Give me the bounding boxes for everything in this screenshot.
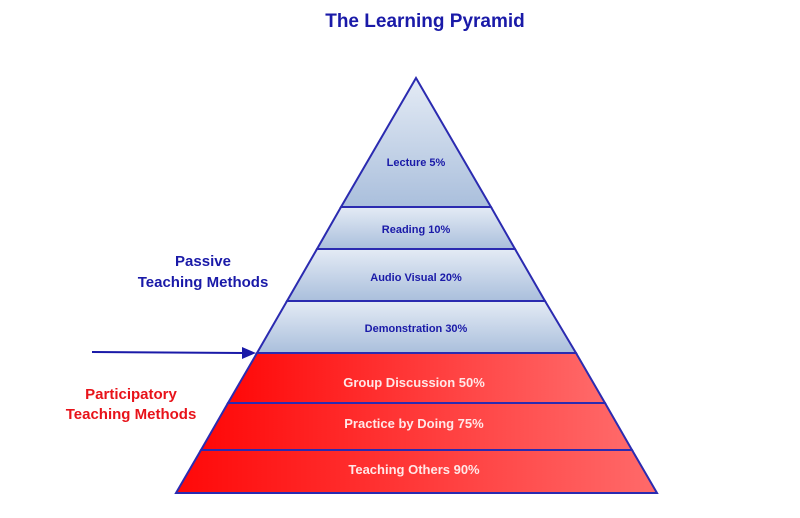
passive-label-line2: Teaching Methods — [138, 274, 269, 291]
layer-label: Lecture 5% — [387, 157, 446, 169]
layer-label: Group Discussion 50% — [343, 375, 485, 390]
participatory-label-line1: Participatory — [85, 386, 177, 403]
divider-arrow-icon — [91, 347, 256, 359]
participatory-label-line2: Teaching Methods — [66, 406, 197, 423]
pyramid-layer-lecture — [339, 76, 493, 208]
diagram-title: The Learning Pyramid — [325, 11, 525, 32]
layer-label: Reading 10% — [382, 224, 451, 236]
pyramid-layer-teaching-others — [174, 449, 659, 494]
layer-label: Audio Visual 20% — [370, 272, 462, 284]
passive-label-line1: Passive — [175, 253, 231, 270]
layer-label: Teaching Others 90% — [348, 462, 480, 477]
layer-label: Demonstration 30% — [365, 323, 468, 335]
layer-label: Practice by Doing 75% — [344, 416, 484, 431]
